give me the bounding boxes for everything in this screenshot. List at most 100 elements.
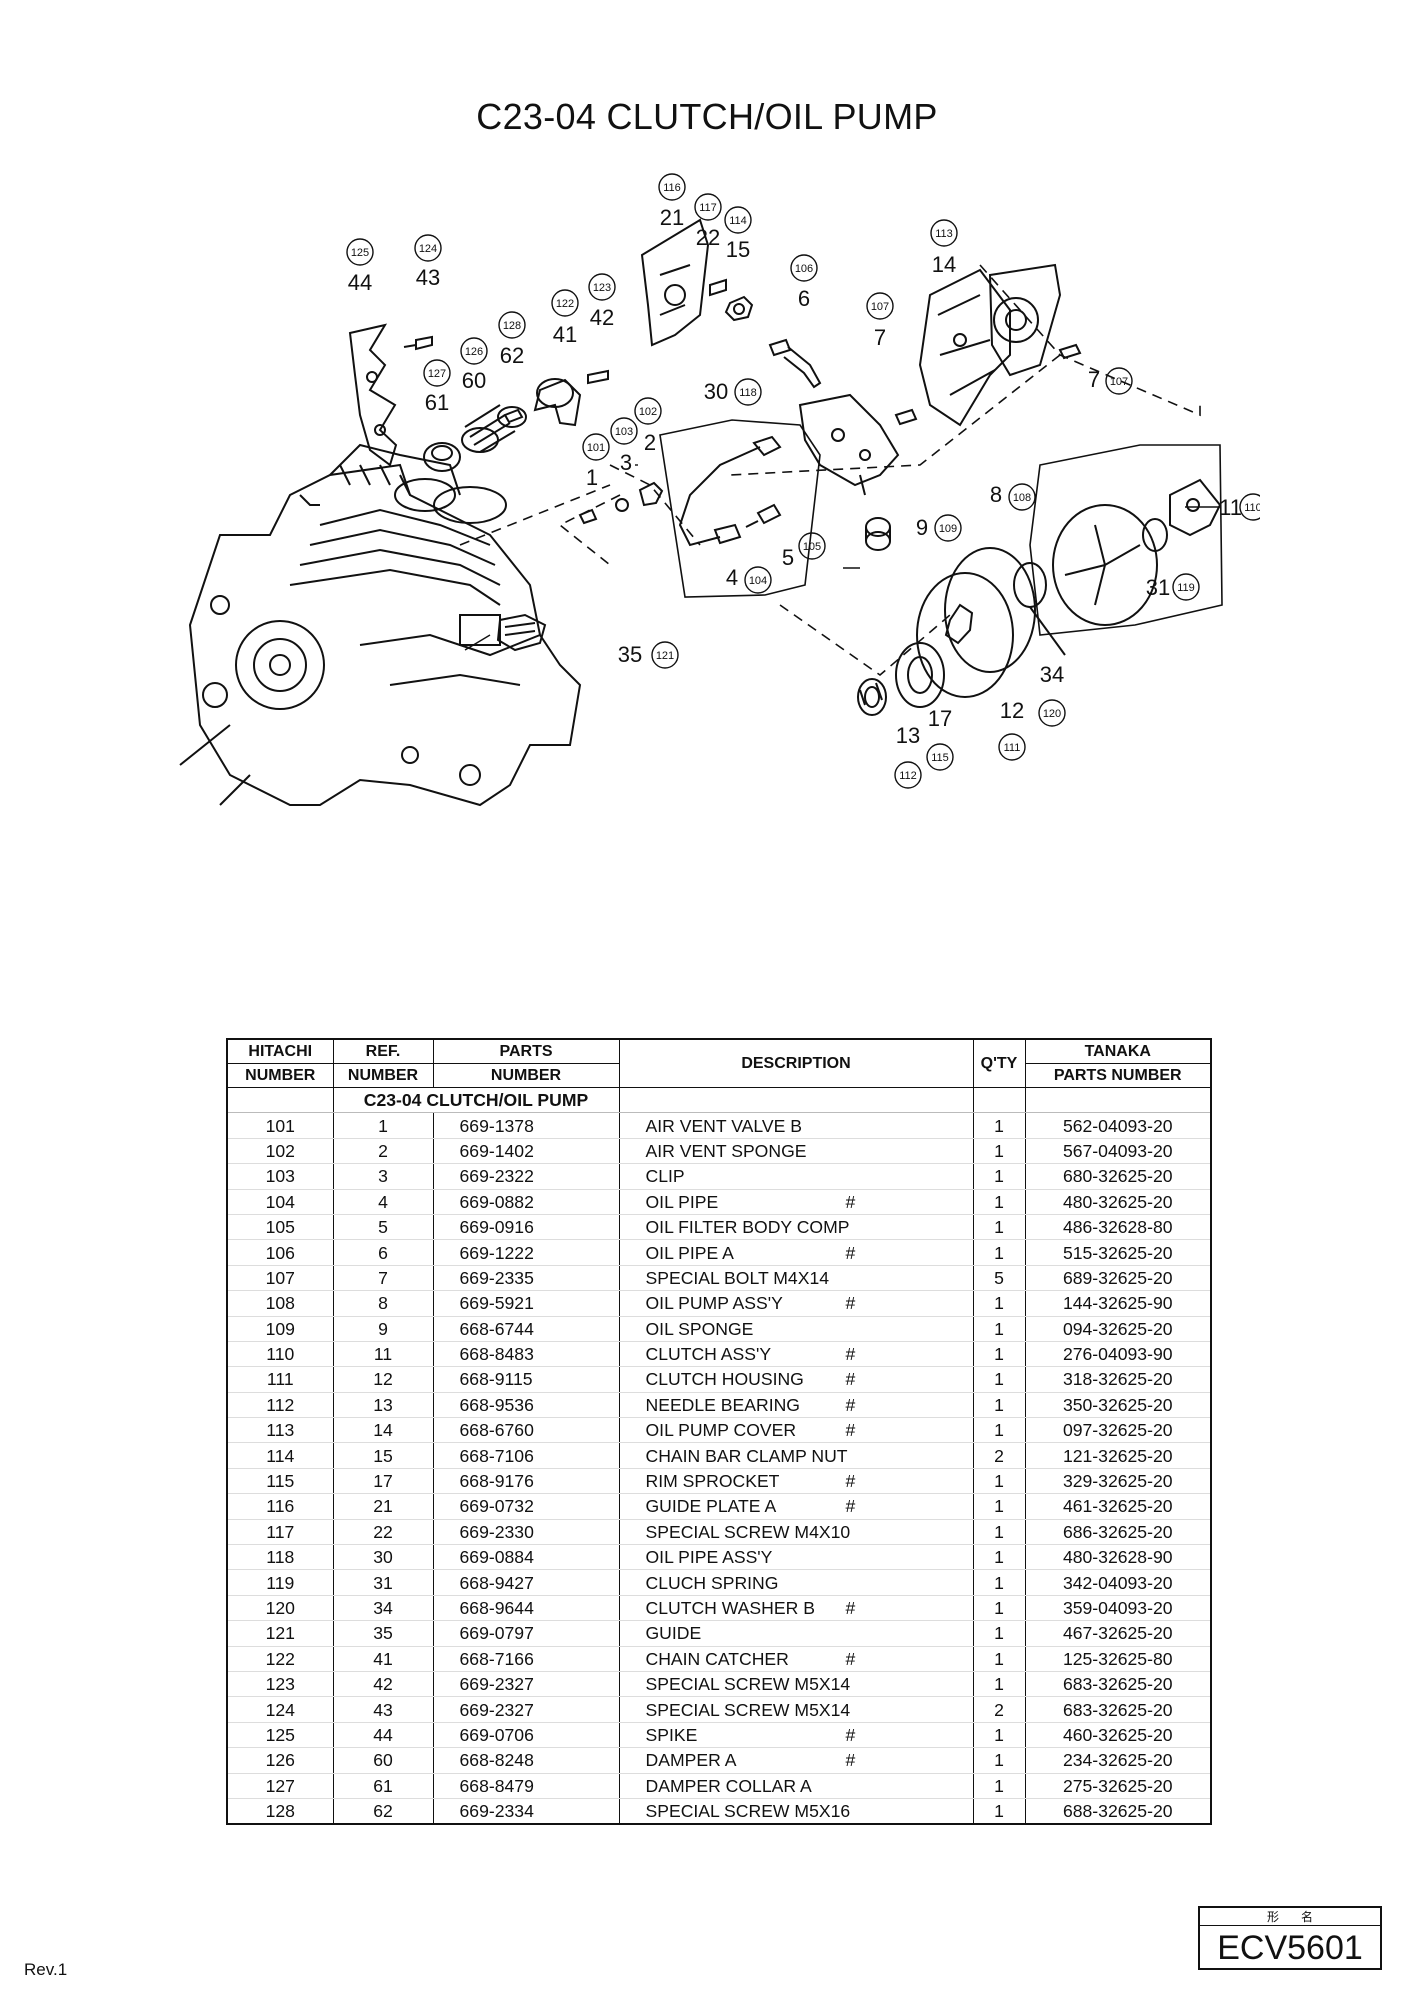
description-text: SPECIAL SCREW M5X16 (645, 1801, 851, 1822)
hitachi-number-cell: 123 (227, 1671, 334, 1698)
ref-number-cell: 5 (333, 1214, 434, 1241)
callout-circle-label: 121 (656, 650, 674, 662)
description-text: SPIKE (645, 1724, 698, 1745)
qty-cell: 1 (973, 1722, 1026, 1749)
table-header-row: NUMBER NUMBER NUMBER PARTS NUMBER (226, 1063, 1212, 1088)
description-cell: SPECIAL SCREW M5X14 (619, 1696, 974, 1723)
hitachi-number-cell: 110 (227, 1341, 334, 1368)
callout-circle-label: 103 (615, 426, 633, 438)
description-cell: DAMPER COLLAR A (619, 1773, 974, 1799)
part-61-collar (423, 442, 461, 472)
ref-number-cell: 41 (333, 1646, 434, 1672)
part-22-screw (709, 278, 727, 297)
description-text: SPECIAL SCREW M4X10 (645, 1521, 851, 1542)
hitachi-number-cell: 111 (227, 1366, 334, 1393)
revision-label: Rev.1 (24, 1960, 68, 1979)
callout-ref-label: 3 (620, 450, 632, 475)
callout-ref-label: 5 (782, 545, 794, 570)
tanaka-number-cell: 350-32625-20 (1025, 1392, 1211, 1419)
callout-ref-label: 4 (726, 565, 738, 590)
qty-cell: 2 (973, 1442, 1026, 1469)
ref-number-cell: 13 (333, 1392, 434, 1419)
tanaka-number-cell: 329-32625-20 (1025, 1468, 1211, 1495)
part-43-screw (403, 335, 433, 351)
description-cell: OIL PIPE# (619, 1189, 974, 1215)
hitachi-number-cell: 118 (227, 1544, 334, 1571)
description-text: OIL PIPE A (645, 1242, 734, 1263)
callout-circle-label: 104 (749, 575, 767, 587)
ref-number-cell: 60 (333, 1747, 434, 1774)
callout-ref-label: 9 (916, 515, 928, 540)
header-tanaka: TANAKA (1024, 1038, 1212, 1064)
part-9-oil-sponge (865, 517, 891, 551)
description-cell: SPECIAL SCREW M5X14 (619, 1671, 974, 1698)
part-62-screw (503, 408, 524, 424)
callout-circle-label: 109 (939, 523, 957, 535)
description-cell: SPECIAL BOLT M4X14 (619, 1265, 974, 1292)
tanaka-number-cell: 686-32625-20 (1025, 1519, 1211, 1546)
hash-mark: # (845, 1598, 856, 1618)
qty-cell: 1 (973, 1747, 1026, 1774)
ref-number-cell: 44 (333, 1722, 434, 1749)
ref-number-cell: 17 (333, 1468, 434, 1495)
qty-cell: 1 (973, 1138, 1026, 1165)
callout-circle-label: 102 (639, 406, 657, 418)
description-cell: GUIDE (619, 1620, 974, 1647)
description-cell: CLUCH SPRING (619, 1569, 974, 1596)
tanaka-number-cell: 460-32625-20 (1025, 1722, 1211, 1749)
description-cell: GUIDE PLATE A# (619, 1493, 974, 1520)
callout-circle-label: 106 (795, 263, 813, 275)
leader-lines (464, 464, 1220, 651)
callout-ref-label: 21 (660, 205, 684, 230)
part-60-damper (461, 404, 527, 453)
description-text: CHAIN CATCHER (645, 1648, 789, 1669)
parts-number-cell: 669-2330 (433, 1519, 620, 1546)
part-14-oil-pump-cover (918, 268, 1011, 427)
part-11-clutch-assembly (1029, 444, 1223, 636)
part-42-screw (587, 369, 609, 385)
description-cell: DAMPER A# (619, 1747, 974, 1774)
callout-circle-label: 124 (419, 243, 437, 255)
callout-ref-label: 30 (704, 379, 728, 404)
description-cell: OIL PIPE ASS'Y (619, 1544, 974, 1571)
callout-ref-label: 7 (1088, 367, 1100, 392)
description-text: CHAIN BAR CLAMP NUT (645, 1445, 848, 1466)
callout-circle-label: 107 (1110, 376, 1128, 388)
tanaka-number-cell: 467-32625-20 (1025, 1620, 1211, 1647)
tanaka-number-cell: 515-32625-20 (1025, 1239, 1211, 1266)
description-cell: CLUTCH HOUSING# (619, 1366, 974, 1393)
part-17-rim-sprocket (895, 642, 945, 708)
callout-ref-label: 41 (553, 322, 577, 347)
hash-mark: # (845, 1750, 856, 1771)
callout-circle-label: 128 (503, 320, 521, 332)
hitachi-number-cell: 127 (227, 1773, 334, 1799)
part-12-clutch-housing (916, 547, 1036, 698)
callout-circle-label: 110 (1244, 502, 1260, 514)
description-text: OIL FILTER BODY COMP (645, 1217, 850, 1238)
hitachi-number-cell: 126 (227, 1747, 334, 1774)
callout-circle-label: 118 (739, 387, 757, 399)
tanaka-number-cell: 683-32625-20 (1025, 1671, 1211, 1698)
tanaka-number-cell: 480-32625-20 (1025, 1189, 1211, 1215)
callout-circle-label: 117 (699, 202, 717, 214)
qty-cell: 1 (973, 1773, 1026, 1799)
tanaka-number-cell: 486-32628-80 (1025, 1214, 1211, 1241)
hitachi-number-cell: 122 (227, 1646, 334, 1672)
description-cell: OIL PUMP ASS'Y# (619, 1290, 974, 1317)
description-text: SPECIAL SCREW M5X14 (645, 1699, 851, 1720)
callout-circle-label: 126 (465, 346, 483, 358)
hitachi-number-cell: 120 (227, 1595, 334, 1622)
ref-number-cell: 22 (333, 1519, 434, 1546)
callout-circle-label: 112 (899, 770, 917, 782)
parts-number-cell: 669-1378 (433, 1112, 620, 1139)
hitachi-number-cell: 116 (227, 1493, 334, 1520)
